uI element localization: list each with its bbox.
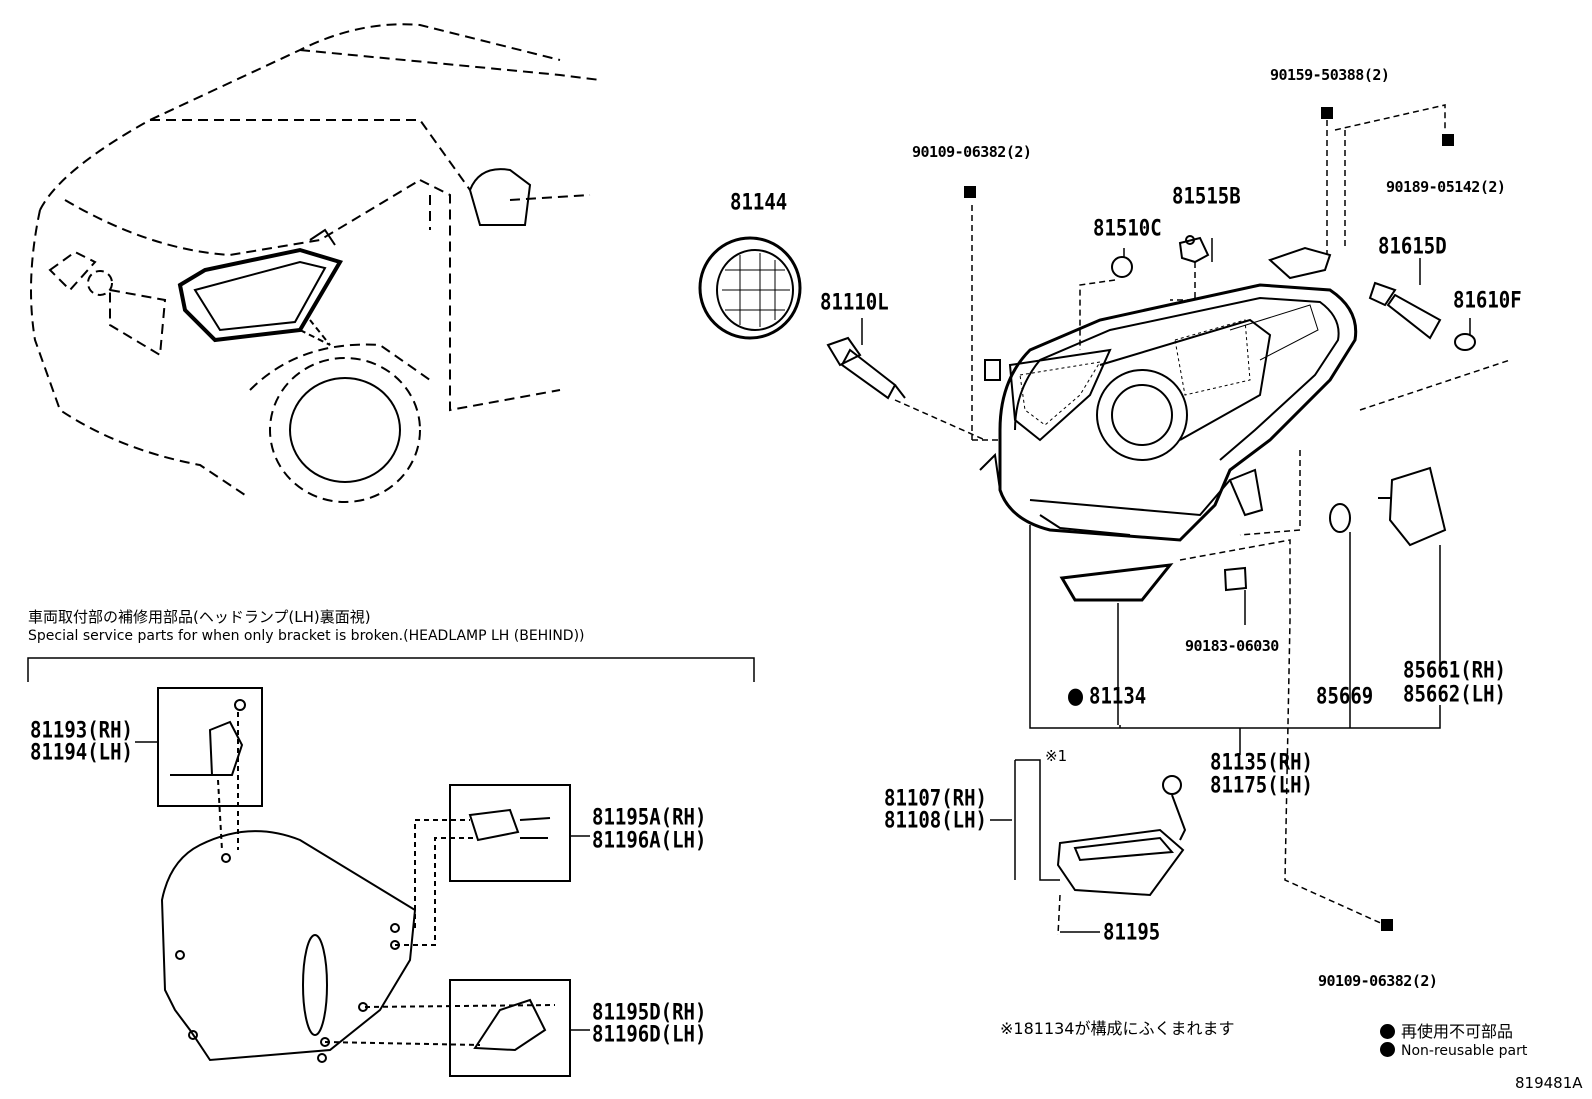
label-81610F: 81610F <box>1453 288 1522 314</box>
label-81134-text: 81134 <box>1089 684 1147 710</box>
label-85661: 85661(RH) <box>1403 658 1506 684</box>
label-90109-bottom: 90109-06382(2) <box>1318 972 1438 990</box>
bracket-section <box>27 657 755 1077</box>
label-81615D: 81615D <box>1378 234 1447 260</box>
label-85669: 85669 <box>1316 684 1374 710</box>
note-mark-1: ※1 <box>1045 747 1068 765</box>
label-81194: 81194(LH) <box>30 740 133 766</box>
label-81144: 81144 <box>730 190 788 216</box>
legend-dot-icon <box>1380 1024 1395 1039</box>
label-81110L: 81110L <box>820 290 889 316</box>
section-title-en: Special service parts for when only brac… <box>28 628 585 644</box>
headlamp-assembly <box>979 246 1358 542</box>
section-title-ja: 車両取付部の補修用部品(ヘッドランプ(LH)裏面視) <box>28 608 371 626</box>
vehicle-outline <box>30 23 601 503</box>
label-90159: 90159-50388(2) <box>1270 66 1390 84</box>
footnote: ※181134が構成にふくまれます <box>1000 1019 1235 1038</box>
label-81134: 81134 <box>1068 684 1146 709</box>
non-reusable-dot-icon <box>1068 688 1083 706</box>
label-81195D: 81195D(RH) <box>592 1000 707 1026</box>
label-81196A: 81196A(LH) <box>592 828 707 854</box>
legend-en-text: Non-reusable part <box>1401 1043 1528 1059</box>
label-81196D: 81196D(LH) <box>592 1022 707 1048</box>
label-81107: 81107(RH) <box>884 786 987 812</box>
label-81175: 81175(LH) <box>1210 773 1313 799</box>
legend-ja-text: 再使用不可部品 <box>1401 1022 1514 1041</box>
legend-en: Non-reusable part <box>1380 1042 1527 1059</box>
legend-dot-icon-2 <box>1380 1042 1395 1057</box>
leader-lines <box>861 104 1511 936</box>
label-81195: 81195 <box>1103 920 1161 946</box>
part-81144-cap <box>698 236 802 340</box>
label-81510C: 81510C <box>1093 216 1162 242</box>
label-81515B: 81515B <box>1172 184 1241 210</box>
label-81108: 81108(LH) <box>884 808 987 834</box>
label-90109-top: 90109-06382(2) <box>912 143 1032 161</box>
label-81195A: 81195A(RH) <box>592 805 707 831</box>
label-81193: 81193(RH) <box>30 718 133 744</box>
small-parts <box>964 107 1476 931</box>
figure-code: 819481A <box>1515 1074 1583 1092</box>
label-90189: 90189-05142(2) <box>1386 178 1506 196</box>
legend-ja: 再使用不可部品 <box>1380 1018 1513 1042</box>
label-85662: 85662(LH) <box>1403 682 1506 708</box>
part-81110L-bulb <box>826 336 906 400</box>
label-81135: 81135(RH) <box>1210 750 1313 776</box>
label-90183: 90183-06030 <box>1185 637 1279 655</box>
